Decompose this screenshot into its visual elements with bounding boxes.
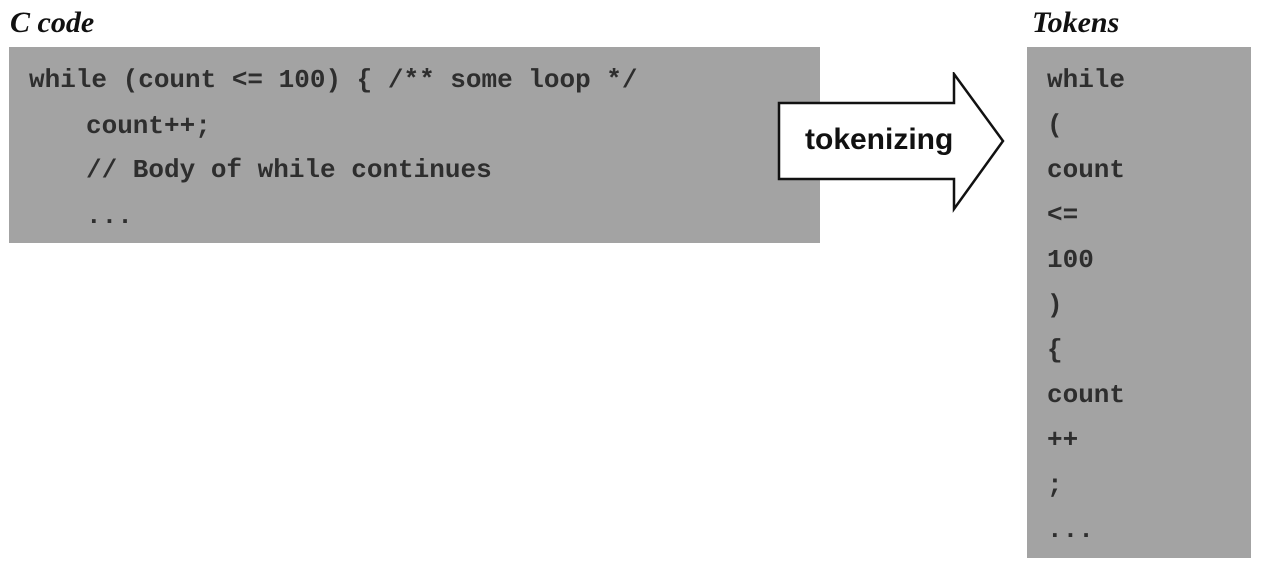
token-item: {: [1047, 335, 1063, 365]
tokens-heading: Tokens: [1032, 6, 1120, 39]
tokenizing-arrow: tokenizing: [777, 72, 1007, 214]
arrow-label: tokenizing: [805, 123, 954, 156]
arrow-right-icon: [777, 72, 1005, 213]
code-line: // Body of while continues: [86, 155, 492, 185]
token-item: ++: [1047, 425, 1079, 455]
code-heading: C code: [10, 6, 95, 39]
token-item: ): [1047, 290, 1063, 320]
token-item: ;: [1047, 470, 1063, 500]
code-line: while (count <= 100) { /** some loop */: [29, 65, 638, 95]
code-line: count++;: [86, 111, 211, 141]
token-item: (: [1047, 110, 1063, 140]
token-item: <=: [1047, 200, 1079, 230]
token-item: count: [1047, 155, 1126, 185]
token-item: while: [1047, 65, 1126, 95]
token-item: 100: [1047, 245, 1094, 275]
token-item: ...: [1047, 515, 1094, 545]
tokens-panel: while ( count <= 100 ) { count ++ ; ...: [1027, 47, 1251, 558]
token-item: count: [1047, 380, 1126, 410]
code-panel: while (count <= 100) { /** some loop */ …: [9, 47, 820, 243]
code-line: ...: [86, 201, 133, 231]
